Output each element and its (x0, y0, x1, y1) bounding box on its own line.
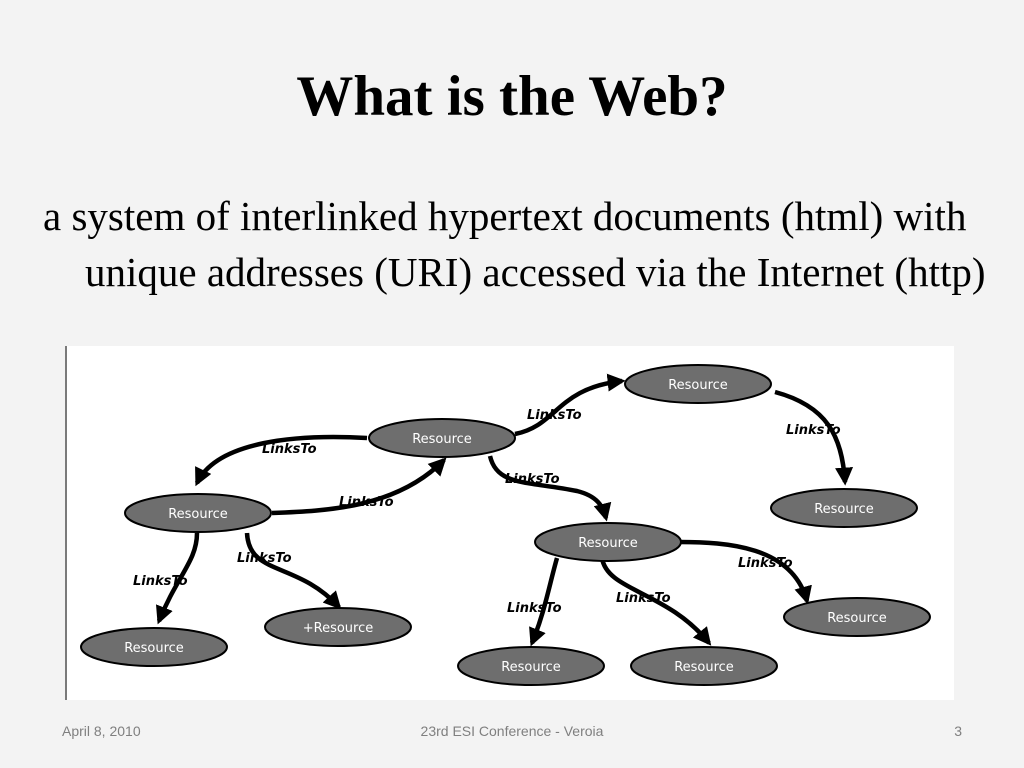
edge-e2 (774, 389, 854, 486)
edge-e3 (194, 434, 368, 487)
node-label-n10: Resource (827, 611, 887, 626)
node-n3: Resource (124, 493, 272, 533)
footer-page-number: 3 (954, 723, 962, 739)
node-label-n7: +Resource (303, 621, 374, 636)
node-n1: Resource (624, 364, 772, 404)
edge-label-e9: LinksTo (616, 591, 671, 606)
edge-label-e5: LinksTo (505, 472, 560, 487)
node-n10: Resource (783, 597, 931, 637)
edge-label-e6: LinksTo (133, 574, 188, 589)
node-label-n5: Resource (578, 536, 638, 551)
node-n7: +Resource (264, 607, 412, 647)
node-n5: Resource (534, 522, 682, 562)
node-n4: Resource (770, 488, 918, 528)
edge-e6 (155, 532, 200, 625)
slide-body-text: a system of interlinked hypertext docume… (43, 193, 986, 295)
edge-e4 (271, 457, 447, 516)
web-resource-diagram: LinksTo LinksTo LinksTo LinksTo LinksTo … (65, 346, 954, 700)
edge-e1 (514, 373, 626, 437)
edge-e8 (529, 557, 560, 647)
edge-label-e1: LinksTo (527, 408, 582, 423)
node-label-n8: Resource (501, 660, 561, 675)
edge-label-e3: LinksTo (262, 442, 317, 457)
node-label-n2: Resource (412, 432, 472, 447)
node-n6: Resource (80, 627, 228, 667)
node-n8: Resource (457, 646, 605, 686)
edge-e5 (487, 455, 612, 522)
edge-label-e4: LinksTo (339, 495, 394, 510)
edge-labels: LinksTo LinksTo LinksTo LinksTo LinksTo … (133, 408, 841, 616)
edge-e10 (678, 539, 812, 605)
node-label-n1: Resource (668, 378, 728, 393)
diagram-edges (155, 373, 854, 647)
node-label-n4: Resource (814, 502, 874, 517)
edge-e9 (599, 557, 712, 646)
edge-label-e8: LinksTo (507, 601, 562, 616)
node-label-n3: Resource (168, 507, 228, 522)
edge-label-e2: LinksTo (786, 423, 841, 438)
slide-title: What is the Web? (296, 65, 728, 128)
diagram-nodes: Resource Resource Resource Resource Reso… (80, 364, 931, 686)
footer-conference: 23rd ESI Conference - Veroia (420, 723, 604, 739)
footer-date: April 8, 2010 (62, 723, 141, 739)
edge-label-e10: LinksTo (738, 556, 793, 571)
node-n2: Resource (368, 418, 516, 458)
diagram-canvas: LinksTo LinksTo LinksTo LinksTo LinksTo … (80, 364, 931, 686)
node-label-n9: Resource (674, 660, 734, 675)
edge-label-e7: LinksTo (237, 551, 292, 566)
node-n9: Resource (630, 646, 778, 686)
edge-e7 (244, 532, 342, 610)
node-label-n6: Resource (124, 641, 184, 656)
